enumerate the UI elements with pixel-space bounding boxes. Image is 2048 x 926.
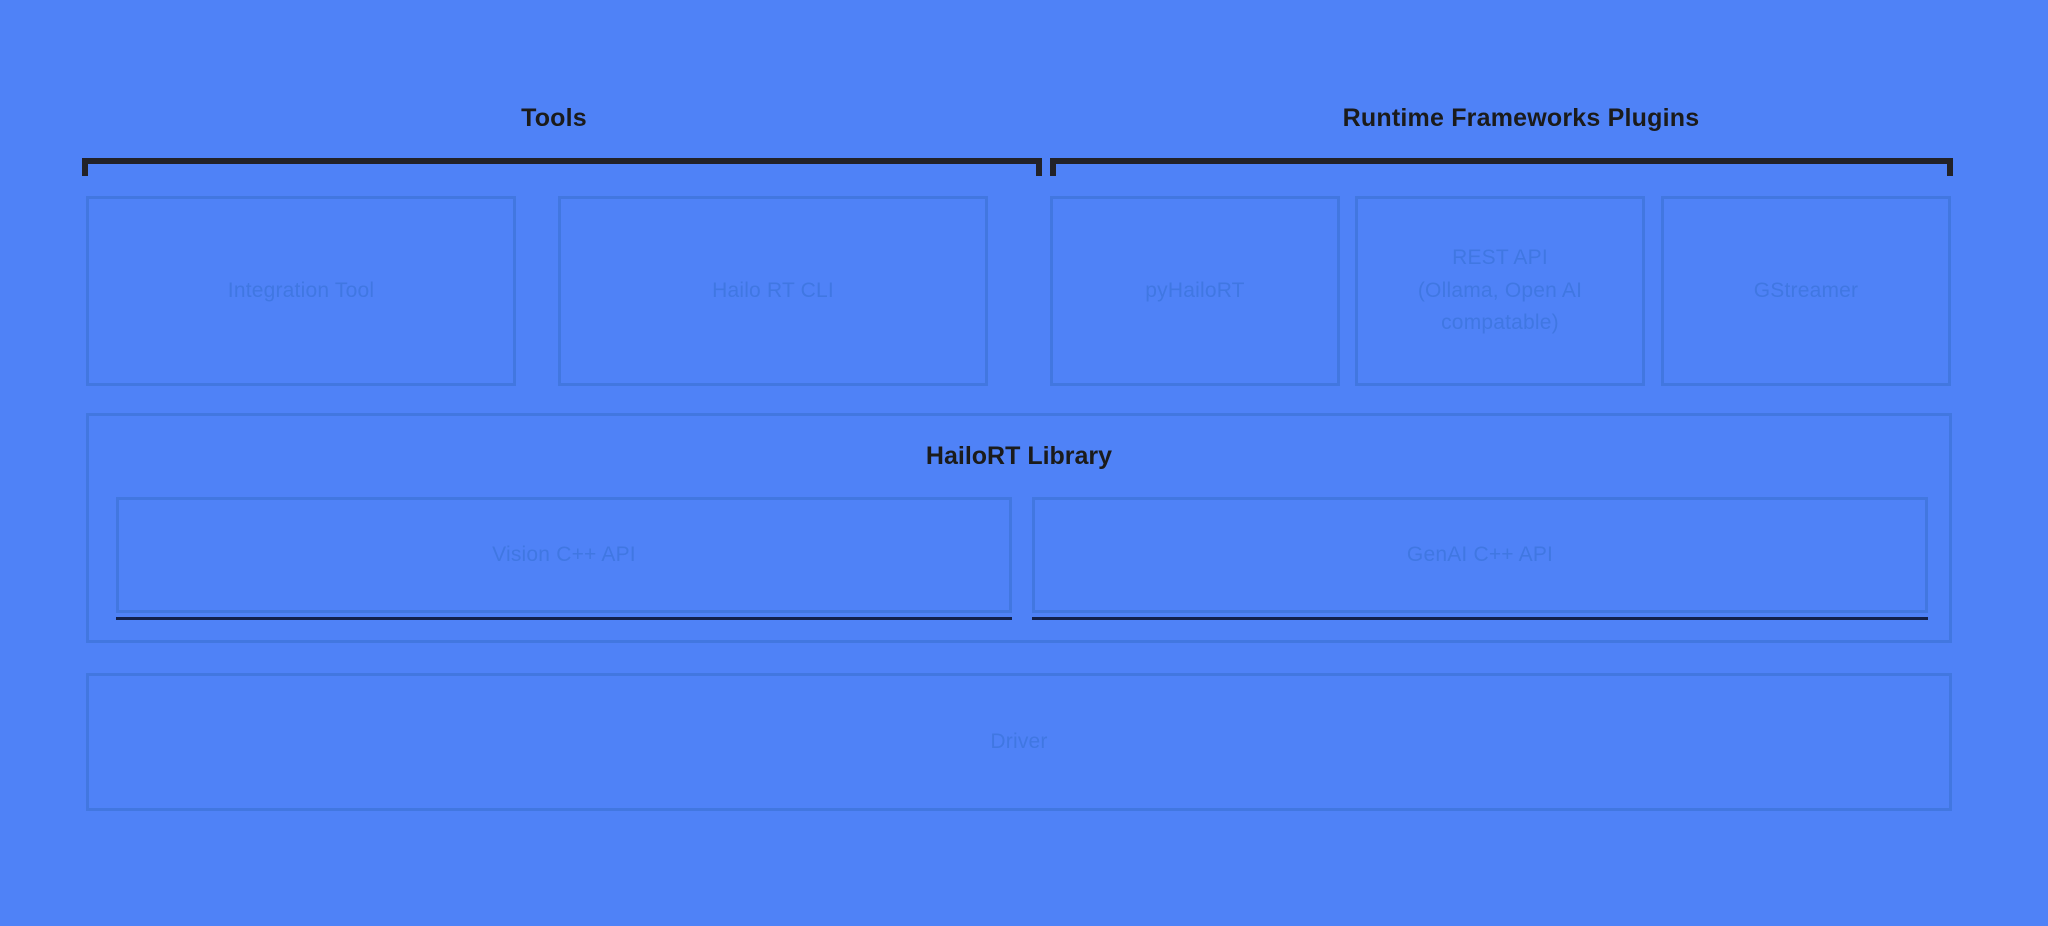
card-gstreamer-label: GStreamer — [1753, 278, 1859, 302]
api-box-vision-cpp[interactable]: Vision C++ API — [116, 497, 1012, 613]
card-rest-api[interactable]: REST API (Ollama, Open AI compatable) — [1355, 196, 1645, 386]
card-rest-api-label: REST API (Ollama, Open AI compatable) — [1418, 242, 1582, 340]
card-pyhailort-label: pyHailoRT — [1145, 278, 1245, 302]
driver-box-label: Driver — [990, 729, 1048, 753]
driver-box[interactable]: Driver — [86, 673, 1952, 811]
card-pyhailort[interactable]: pyHailoRT — [1050, 196, 1340, 386]
api-box-genai-cpp-label: GenAI C++ API — [1406, 542, 1554, 566]
runtime-frameworks-plugins-group-bracket — [1050, 158, 1953, 176]
api-box-genai-cpp-underline — [1032, 617, 1928, 620]
card-rest-api-label-line-3: compatable) — [1441, 311, 1559, 335]
hailort-library-title: HailoRT Library — [925, 442, 1113, 470]
tools-group-title: Tools — [521, 104, 587, 132]
card-gstreamer[interactable]: GStreamer — [1661, 196, 1951, 386]
card-integration-tool-label: Integration Tool — [227, 278, 375, 302]
card-hailo-rt-cli-label: Hailo RT CLI — [712, 278, 834, 302]
api-box-genai-cpp[interactable]: GenAI C++ API — [1032, 497, 1928, 613]
card-integration-tool[interactable]: Integration Tool — [86, 196, 516, 386]
hailort-library-container: HailoRT Library Vision C++ API GenAI C++… — [86, 413, 1952, 643]
runtime-frameworks-plugins-group-title: Runtime Frameworks Plugins — [1342, 104, 1700, 132]
api-box-vision-cpp-underline — [116, 617, 1012, 620]
api-box-vision-cpp-label: Vision C++ API — [492, 542, 636, 566]
card-hailo-rt-cli[interactable]: Hailo RT CLI — [558, 196, 988, 386]
tools-group-bracket — [82, 158, 1042, 176]
card-rest-api-label-line-1: REST API — [1452, 246, 1548, 270]
card-rest-api-label-line-2: (Ollama, Open AI — [1417, 278, 1583, 302]
